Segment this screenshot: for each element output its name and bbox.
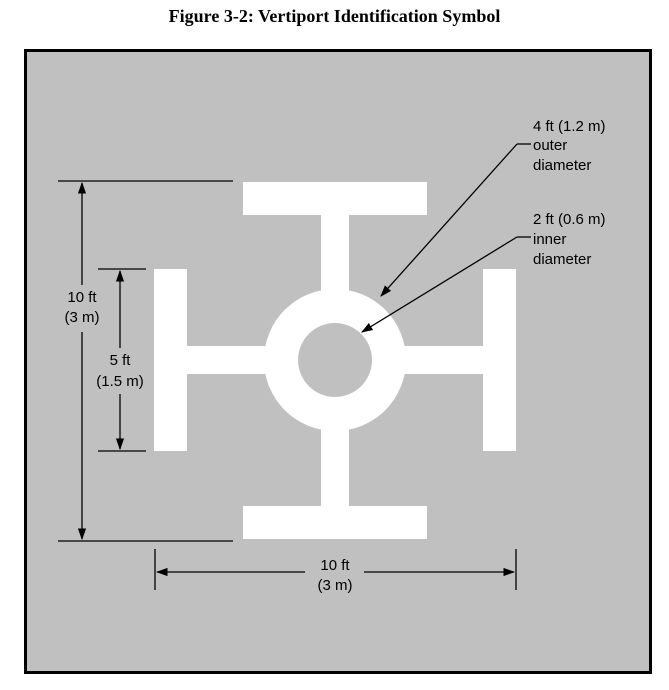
inner-diameter-size: 2 ft (0.6 m) xyxy=(533,211,606,228)
left-bar xyxy=(154,269,187,451)
bar-height-dimension: 5 ft (1.5 m) xyxy=(96,268,146,452)
right-bar xyxy=(483,269,516,451)
outer-diameter-line1: outer xyxy=(533,137,567,154)
overall-height-ft: 10 ft xyxy=(67,289,97,306)
inner-diameter-callout: 2 ft (0.6 m) inner diameter xyxy=(361,211,606,333)
figure-title: Figure 3-2: Vertiport Identification Sym… xyxy=(168,6,501,26)
bottom-stem xyxy=(321,425,349,506)
overall-height-m: (3 m) xyxy=(65,309,100,326)
overall-width-dimension: 10 ft (3 m) xyxy=(154,549,517,594)
inner-circle xyxy=(298,323,372,397)
bar-height-m: (1.5 m) xyxy=(96,373,144,390)
inner-leader-arrow xyxy=(361,236,518,333)
overall-width-m: (3 m) xyxy=(318,577,353,594)
overall-width-ft: 10 ft xyxy=(320,557,350,574)
top-bar xyxy=(243,182,427,215)
top-stem xyxy=(321,215,349,295)
right-stem xyxy=(398,346,483,374)
bottom-bar xyxy=(243,506,427,539)
inner-diameter-line2: diameter xyxy=(533,251,591,268)
overall-height-dimension: 10 ft (3 m) xyxy=(58,180,233,542)
outer-diameter-size: 4 ft (1.2 m) xyxy=(533,118,606,135)
left-stem xyxy=(187,346,272,374)
bar-height-ft: 5 ft xyxy=(110,352,132,369)
outer-leader-arrow xyxy=(380,143,518,297)
inner-diameter-line1: inner xyxy=(533,231,566,248)
outer-diameter-callout: 4 ft (1.2 m) outer diameter xyxy=(380,118,606,297)
outer-diameter-line2: diameter xyxy=(533,157,591,174)
